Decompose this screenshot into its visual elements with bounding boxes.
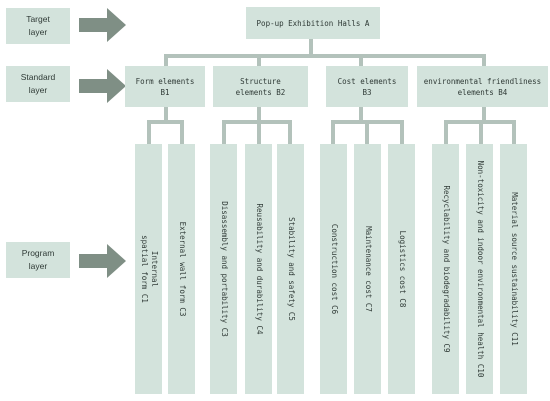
target-arrow-icon [79, 8, 126, 42]
program-c2-text: External wall form C3 [177, 221, 187, 317]
target-layer-line-2: layer [28, 27, 48, 37]
program-c9-column: Recyclability and biodegradability C9 [432, 144, 459, 394]
program-c5-text: Stability and safety C5 [286, 217, 296, 321]
program-c7-column: Maintenance cost C7 [354, 144, 381, 394]
criterion-b3-line-2: B3 [362, 87, 372, 97]
program-arrow-icon [79, 244, 126, 278]
program-layer-label: Program layer [6, 242, 70, 278]
program-c8-column: Logistics cost C8 [388, 144, 415, 394]
connector-c5-stem [288, 120, 292, 144]
connector-b3-drop [359, 107, 363, 122]
standard-layer-label: Standard layer [6, 66, 70, 102]
program-c6-text: Construction cost C6 [329, 223, 339, 315]
connector-c8-stem [400, 120, 404, 144]
connector-b1-bar [147, 120, 184, 124]
connector-criteria-bar [164, 54, 486, 58]
program-c11-text: Material source sustainability C11 [509, 192, 519, 346]
standard-arrow-icon [79, 69, 126, 103]
standard-layer-line-1: Standard [20, 72, 56, 82]
connector-b2-stem [257, 54, 261, 66]
program-layer-line-2: layer [28, 261, 48, 271]
connector-c1-stem [147, 120, 151, 144]
program-c7-text: Maintenance cost C7 [363, 226, 373, 312]
target-layer-line-1: Target [26, 14, 50, 24]
program-c2-column: External wall form C3 [168, 144, 195, 394]
program-c6-column: Construction cost C6 [320, 144, 347, 394]
program-c11-column: Material source sustainability C11 [500, 144, 527, 394]
connector-c4-stem [257, 120, 261, 144]
standard-layer-line-2: layer [28, 85, 48, 95]
goal-title: Pop-up Exhibition Halls A [256, 18, 370, 28]
program-c4-column: Reusability and durability C4 [245, 144, 272, 394]
connector-b3-stem [359, 54, 363, 66]
program-c3-column: Disassembly and portability C3 [210, 144, 237, 394]
program-c10-column: Non-toxicity and indoor environmental he… [466, 144, 493, 394]
program-c9-text: Recyclability and biodegradability C9 [441, 185, 451, 353]
criterion-b1-line-2: B1 [160, 87, 170, 97]
connector-c2-stem [180, 120, 184, 144]
connector-c6-stem [331, 120, 335, 144]
connector-c3-stem [222, 120, 226, 144]
criterion-b4-line-2: elements B4 [457, 87, 508, 97]
connector-c7-stem [365, 120, 369, 144]
program-c4-text: Reusability and durability C4 [254, 203, 264, 335]
connector-c9-stem [444, 120, 448, 144]
criterion-b1-line-1: Form elements [135, 76, 195, 86]
connector-c11-stem [512, 120, 516, 144]
connector-b4-drop [482, 107, 486, 122]
connector-c10-stem [479, 120, 483, 144]
connector-b1-stem [164, 54, 168, 66]
program-c10-text: Non-toxicity and indoor environmental he… [475, 160, 485, 378]
program-c3-text: Disassembly and portability C3 [219, 201, 229, 337]
connector-goal-stem [309, 39, 313, 56]
connector-b2-drop [257, 107, 261, 122]
criterion-b3-line-1: Cost elements [337, 76, 397, 86]
goal-box: Pop-up Exhibition Halls A [246, 7, 380, 39]
connector-b1-drop [164, 107, 168, 122]
program-c5-column: Stability and safety C5 [277, 144, 304, 394]
target-layer-label: Target layer [6, 8, 70, 44]
criterion-b2-line-1: Structure [240, 76, 281, 86]
program-layer-line-1: Program [21, 248, 55, 258]
connector-b4-stem [482, 54, 486, 66]
criterion-b4-line-1: environmental friendliness [423, 76, 542, 86]
program-c8-text: Logistics cost C8 [397, 230, 407, 308]
criterion-b2-line-2: elements B2 [235, 87, 286, 97]
